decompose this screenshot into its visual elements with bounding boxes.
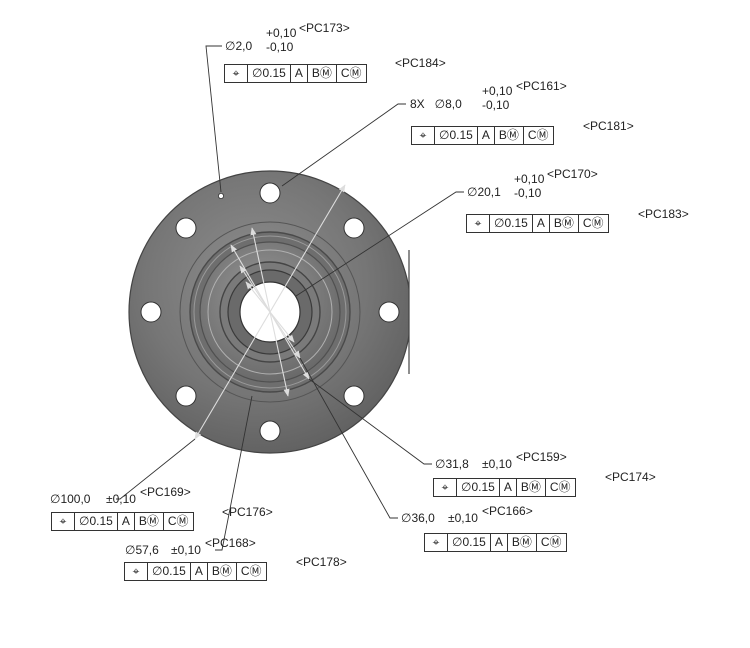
position-icon: ⌖ <box>59 514 67 528</box>
tol-lower: -0,10 <box>266 40 294 54</box>
dim-pin-hole-tolerance: +0,10 -0,10 <box>266 26 296 54</box>
fcf-datum-c: CⓂ <box>535 534 566 551</box>
pc-tag: <PC173> <box>299 21 350 35</box>
fcf-tolerance: ∅0.15 <box>447 534 490 551</box>
pc-tag: <PC168> <box>205 536 256 550</box>
bolt-hole <box>378 301 400 323</box>
fcf-datum-c: CⓂ <box>235 563 266 580</box>
bolt-hole <box>259 182 281 204</box>
pc-tag: <PC159> <box>516 450 567 464</box>
diameter-indicators <box>194 184 346 440</box>
pc-tag: <PC169> <box>140 485 191 499</box>
feature-control-frame: ⌖ ∅0.15 A BⓂ CⓂ <box>124 562 267 581</box>
feature-control-frame: ⌖ ∅0.15 A BⓂ CⓂ <box>466 214 609 233</box>
bolt-hole <box>175 217 197 239</box>
dim-ring-diameter: ∅31,8 <box>435 457 469 471</box>
fcf-datum-a: A <box>531 215 549 232</box>
fcf-tolerance: ∅0.15 <box>147 563 190 580</box>
fcf-datum-c: CⓂ <box>522 127 553 144</box>
fcf-datum-b: BⓂ <box>515 479 545 496</box>
feature-control-frame: ⌖ ∅0.15 A BⓂ CⓂ <box>411 126 554 145</box>
fcf-datum-a: A <box>476 127 494 144</box>
tol-upper: +0,10 <box>266 26 297 40</box>
fcf-datum-b: BⓂ <box>548 215 578 232</box>
feature-control-frame: ⌖ ∅0.15 A BⓂ CⓂ <box>51 512 194 531</box>
feature-control-frame: ⌖ ∅0.15 A BⓂ CⓂ <box>224 64 367 83</box>
pc-tag: <PC170> <box>547 167 598 181</box>
dim-outer-diameter: ∅100,0 <box>50 492 91 506</box>
bolt-hole <box>175 385 197 407</box>
fcf-tolerance: ∅0.15 <box>489 215 532 232</box>
fcf-datum-a: A <box>116 513 134 530</box>
fcf-datum-c: CⓂ <box>544 479 575 496</box>
tol-upper: +0,10 <box>482 84 513 98</box>
fcf-datum-c: CⓂ <box>335 65 366 82</box>
fcf-datum-a: A <box>189 563 207 580</box>
dim-bolt-circle-tolerance: ±0,10 <box>171 543 201 557</box>
dim-bolt-hole-tolerance: +0,10 -0,10 <box>482 84 512 112</box>
fcf-datum-b: BⓂ <box>133 513 163 530</box>
pc-tag: <PC174> <box>605 470 656 484</box>
position-icon: ⌖ <box>232 66 240 80</box>
dim-pin-hole-diameter: ∅2,0 <box>225 39 253 53</box>
fcf-datum-a: A <box>489 534 507 551</box>
fcf-datum-b: BⓂ <box>306 65 336 82</box>
fcf-datum-b: BⓂ <box>206 563 236 580</box>
fcf-datum-a: A <box>498 479 516 496</box>
dim-bolt-circle-diameter: ∅57,6 <box>125 543 159 557</box>
fcf-tolerance: ∅0.15 <box>434 127 477 144</box>
pc-tag: <PC178> <box>296 555 347 569</box>
position-icon: ⌖ <box>132 564 140 578</box>
fcf-datum-c: CⓂ <box>577 215 608 232</box>
position-icon: ⌖ <box>474 216 482 230</box>
pc-tag: <PC183> <box>638 207 689 221</box>
position-icon: ⌖ <box>441 480 449 494</box>
fcf-tolerance: ∅0.15 <box>74 513 117 530</box>
pc-tag: <PC166> <box>482 504 533 518</box>
pc-tag: <PC184> <box>395 56 446 70</box>
fcf-datum-b: BⓂ <box>506 534 536 551</box>
feature-control-frame: ⌖ ∅0.15 A BⓂ CⓂ <box>424 533 567 552</box>
fcf-tolerance: ∅0.15 <box>247 65 290 82</box>
dim-outer-tolerance: ±0,10 <box>106 492 136 506</box>
dim-hub-tolerance: ±0,10 <box>448 511 478 525</box>
dim-bore-tolerance: +0,10 -0,10 <box>514 172 544 200</box>
dim-hub-diameter: ∅36,0 <box>401 511 435 525</box>
position-icon: ⌖ <box>419 128 427 142</box>
tol-upper: +0,10 <box>514 172 545 186</box>
bolt-hole <box>140 301 162 323</box>
pc-tag: <PC176> <box>222 505 273 519</box>
dim-ring-tolerance: ±0,10 <box>482 457 512 471</box>
tol-lower: -0,10 <box>514 186 542 200</box>
bolt-hole <box>343 217 365 239</box>
bolt-hole <box>259 420 281 442</box>
fcf-datum-a: A <box>289 65 307 82</box>
pin-hole <box>217 192 224 199</box>
fcf-datum-b: BⓂ <box>493 127 523 144</box>
feature-control-frame: ⌖ ∅0.15 A BⓂ CⓂ <box>433 478 576 497</box>
fcf-datum-c: CⓂ <box>162 513 193 530</box>
dim-bore-diameter: ∅20,1 <box>467 185 501 199</box>
dim-bolt-hole-diameter: 8X ∅8,0 <box>410 97 462 111</box>
pc-tag: <PC181> <box>583 119 634 133</box>
leader-lines <box>116 45 464 551</box>
bolt-hole <box>343 385 365 407</box>
pc-tag: <PC161> <box>516 79 567 93</box>
fcf-tolerance: ∅0.15 <box>456 479 499 496</box>
tol-lower: -0,10 <box>482 98 510 112</box>
position-icon: ⌖ <box>432 535 440 549</box>
